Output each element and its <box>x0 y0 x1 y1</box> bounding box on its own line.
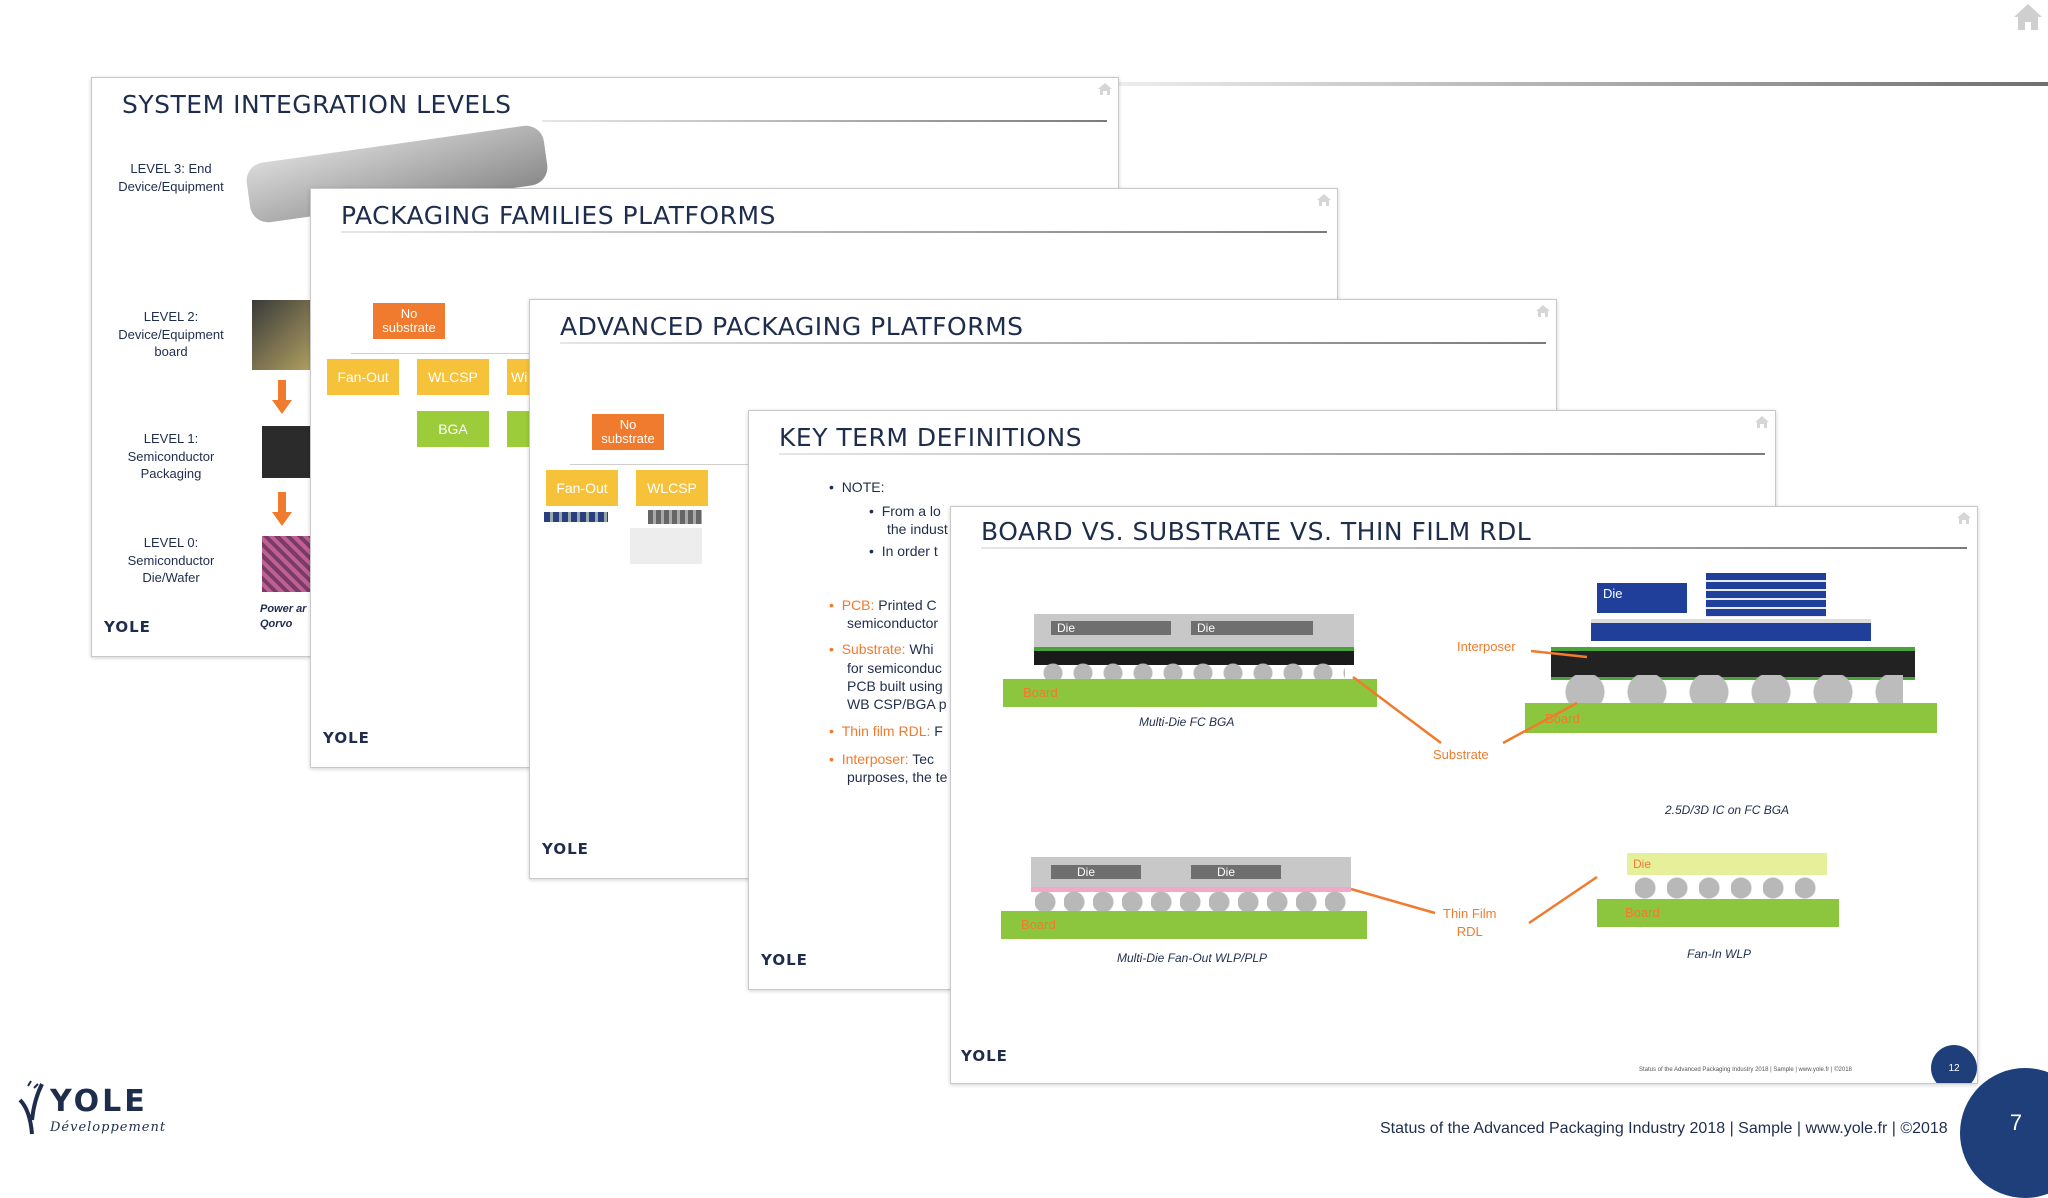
home-icon[interactable] <box>2012 2 2044 32</box>
board-layer: Board <box>1597 899 1839 927</box>
footer-logo-subtext: Développement <box>50 1120 167 1135</box>
down-arrow-icon <box>272 492 292 526</box>
note-heading: • NOTE: <box>829 479 885 495</box>
title-rule <box>542 120 1107 122</box>
box-wlcsp: WLCSP <box>636 470 708 506</box>
die-stack <box>1706 573 1826 617</box>
box-fan-out: Fan-Out <box>327 359 399 395</box>
level-3-label: LEVEL 3: End Device/Equipment <box>118 161 224 194</box>
caption-multi-die-fc-bga: Multi-Die FC BGA <box>1139 715 1235 729</box>
down-arrow-icon <box>272 380 292 414</box>
yole-logo: YOLE <box>542 840 589 858</box>
box-fan-out: Fan-Out <box>546 470 618 506</box>
level-1-label: LEVEL 1: Semiconductor Packaging <box>127 431 215 482</box>
package-image <box>262 426 312 478</box>
home-icon <box>1317 194 1331 206</box>
definition-substrate: • Substrate: Whi <box>829 641 934 657</box>
home-icon <box>1957 512 1971 524</box>
substrate-layer <box>1034 647 1354 665</box>
note-item: • In order t <box>869 543 938 559</box>
arrows-overlay <box>1350 649 1598 925</box>
solder-balls <box>1035 891 1347 913</box>
yole-logo: YOLE <box>961 1047 1008 1065</box>
box-wlcsp: WLCSP <box>417 359 489 395</box>
header-rule <box>1118 82 2048 86</box>
box-no-substrate: No substrate <box>592 414 664 450</box>
substrate-layer <box>1551 647 1915 680</box>
gray-panel <box>630 528 702 564</box>
die-block: Die <box>1191 621 1313 635</box>
caption-fan-in-wlp: Fan-In WLP <box>1687 947 1752 961</box>
slide-title: ADVANCED PACKAGING PLATFORMS <box>560 312 1024 341</box>
label-substrate: Substrate <box>1433 747 1489 762</box>
rdl-layer <box>1031 887 1351 892</box>
yole-logo: YOLE <box>323 729 370 747</box>
die-block: Die <box>1051 621 1171 635</box>
definition-interposer: • Interposer: Tec <box>829 751 935 767</box>
level-2-label: LEVEL 2: Device/Equipment board <box>118 309 224 360</box>
title-rule <box>779 453 1765 455</box>
slide-title: BOARD VS. SUBSTRATE VS. THIN FILM RDL <box>981 517 1532 546</box>
label-thin-film-rdl: Thin Film RDL <box>1443 906 1497 939</box>
board-image <box>252 300 312 370</box>
fan-out-package-image <box>544 512 608 522</box>
solder-balls <box>1043 663 1345 683</box>
title-rule <box>981 547 1967 549</box>
home-icon <box>1755 416 1769 428</box>
title-rule <box>560 342 1546 344</box>
home-icon <box>1098 83 1112 95</box>
connector-line <box>570 464 750 465</box>
home-icon <box>1536 305 1550 317</box>
slide-board-vs-substrate-vs-rdl: BOARD VS. SUBSTRATE VS. THIN FILM RDL Di… <box>950 506 1978 1084</box>
caption-ic-on-fc-bga: 2.5D/3D IC on FC BGA <box>1665 803 1790 817</box>
slide-page-number: 12 <box>1931 1045 1977 1083</box>
slide-title: KEY TERM DEFINITIONS <box>779 423 1083 452</box>
note-item: the indust <box>887 521 948 537</box>
definition-pcb: • PCB: Printed C <box>829 597 937 613</box>
footer-logo-text: YOLE <box>50 1084 148 1119</box>
caption-multi-die-fanout: Multi-Die Fan-Out WLP/PLP <box>1117 951 1268 965</box>
definition-cont: purposes, the te <box>847 769 948 785</box>
slide-title: SYSTEM INTEGRATION LEVELS <box>122 90 512 119</box>
solder-balls <box>1635 877 1825 899</box>
footer-text: Status of the Advanced Packaging Industr… <box>1380 1120 1948 1137</box>
definition-thin-film: • Thin film RDL: F <box>829 723 943 739</box>
connector-line <box>351 353 531 354</box>
page-number: 7 <box>2009 1110 2023 1135</box>
wafer-image <box>262 536 312 592</box>
slide-footer-text: Status of the Advanced Packaging Industr… <box>1639 1067 1852 1073</box>
board-layer: Board <box>1525 703 1937 733</box>
board-layer: Board <box>1001 911 1367 939</box>
definition-cont: semiconductor <box>847 615 939 631</box>
title-rule <box>341 231 1327 233</box>
die-block: Die <box>1191 865 1281 879</box>
die-block: Die <box>1051 865 1141 879</box>
level-0-label: LEVEL 0: Semiconductor Die/Wafer <box>127 535 215 586</box>
yole-logo: YOLE <box>761 951 808 969</box>
note-item: • From a lo <box>869 503 941 519</box>
box-bga: BGA <box>417 411 489 447</box>
box-no-substrate: No substrate <box>373 303 445 339</box>
slide-title: PACKAGING FAMILIES PLATFORMS <box>341 201 776 230</box>
yole-logo: YOLE <box>104 618 151 636</box>
board-layer: Board <box>1003 679 1377 707</box>
die-block: Die <box>1627 853 1827 875</box>
interposer-layer <box>1591 619 1871 641</box>
label-interposer: Interposer <box>1457 639 1516 654</box>
die-block: Die <box>1597 583 1687 613</box>
image-caption: Power ar Qorvo <box>260 603 307 631</box>
definition-cont: for semiconduc PCB built using WB CSP/BG… <box>847 660 947 712</box>
yole-mark-icon <box>18 1080 44 1135</box>
wlcsp-package-image <box>648 510 702 524</box>
